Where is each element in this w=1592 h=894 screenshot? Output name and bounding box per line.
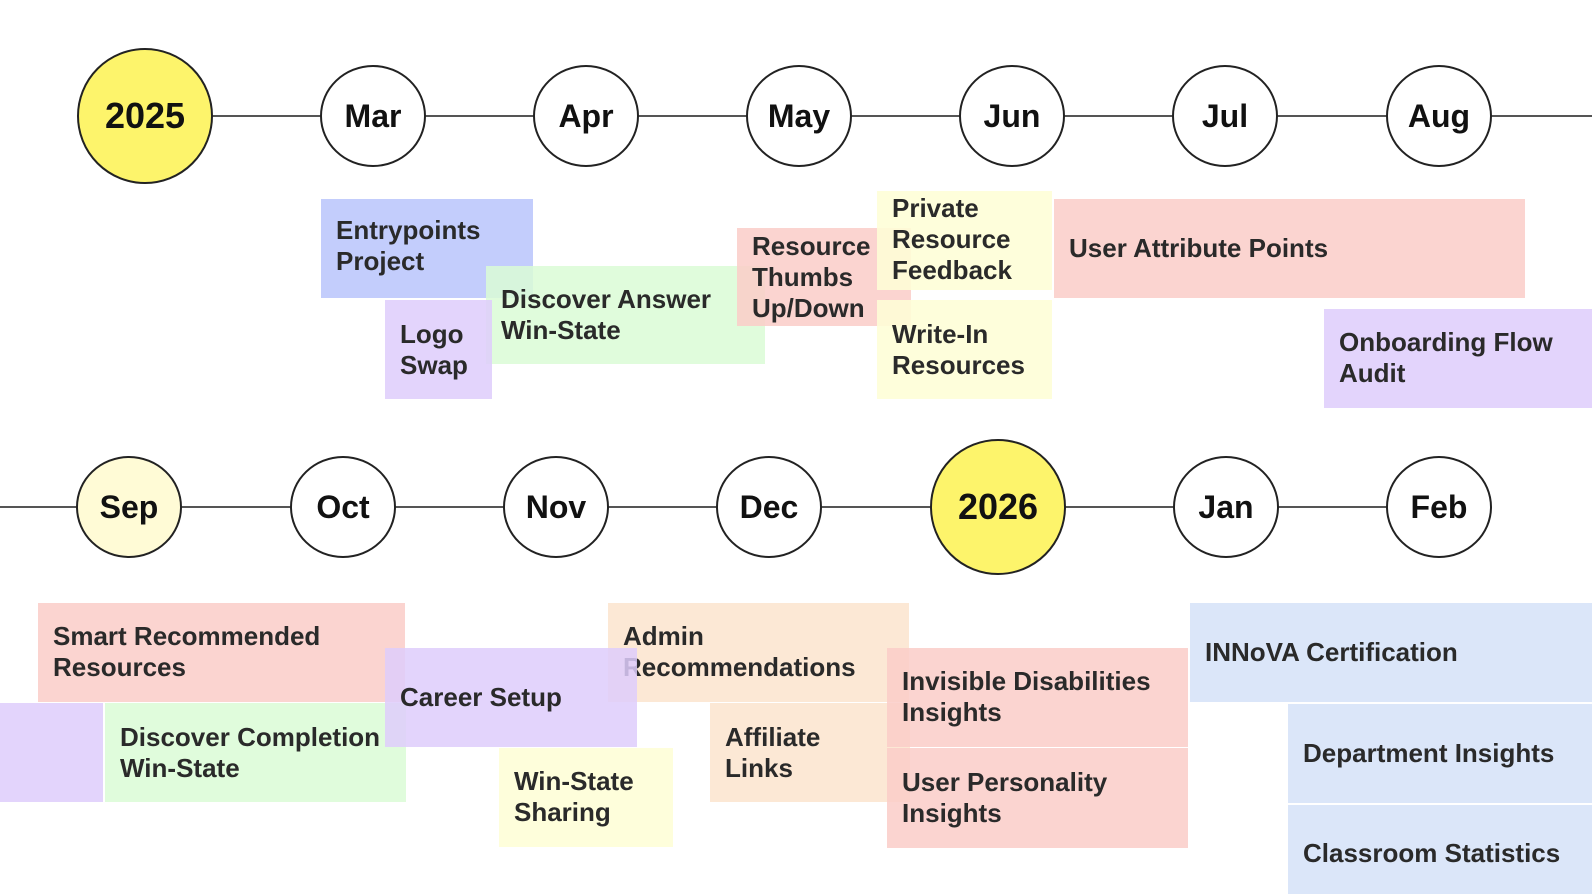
- month-node-jul: Jul: [1172, 65, 1278, 167]
- month-node-feb: Feb: [1386, 456, 1492, 558]
- card-career-setup[interactable]: Career Setup: [385, 648, 637, 747]
- card-logo-swap[interactable]: Logo Swap: [385, 300, 492, 399]
- year-node-2026: 2026: [930, 439, 1066, 575]
- month-node-may: May: [746, 65, 852, 167]
- month-node-sep: Sep: [76, 456, 182, 558]
- card-user-personality-insights[interactable]: User Personality Insights: [887, 748, 1188, 848]
- month-node-nov: Nov: [503, 456, 609, 558]
- card-discover-completion-win-state[interactable]: Discover Completion Win-State: [105, 703, 406, 802]
- card-classroom-statistics[interactable]: Classroom Statistics: [1288, 805, 1592, 894]
- timeline-line-2025: [145, 115, 1592, 117]
- card-discover-answer-win-state[interactable]: Discover Answer Win-State: [486, 266, 765, 364]
- card-affiliate-links[interactable]: Affiliate Links: [710, 703, 910, 802]
- card-write-in-resources[interactable]: Write-In Resources: [877, 300, 1052, 399]
- card-private-resource-feedback[interactable]: Private Resource Feedback: [877, 191, 1052, 290]
- card-onboarding-flow-audit[interactable]: Onboarding Flow Audit: [1324, 309, 1592, 408]
- month-node-oct: Oct: [290, 456, 396, 558]
- card-innova-certification[interactable]: INNoVA Certification: [1190, 603, 1592, 702]
- card-smart-recommended-resources[interactable]: Smart Recommended Resources: [38, 603, 405, 702]
- year-node-2025: 2025: [77, 48, 213, 184]
- card-unlabeled-purple[interactable]: [0, 703, 103, 802]
- month-node-dec: Dec: [716, 456, 822, 558]
- month-node-jan: Jan: [1173, 456, 1279, 558]
- card-user-attribute-points[interactable]: User Attribute Points: [1054, 199, 1525, 298]
- month-node-mar: Mar: [320, 65, 426, 167]
- month-node-aug: Aug: [1386, 65, 1492, 167]
- month-node-apr: Apr: [533, 65, 639, 167]
- month-node-jun: Jun: [959, 65, 1065, 167]
- card-department-insights[interactable]: Department Insights: [1288, 704, 1592, 803]
- card-win-state-sharing[interactable]: Win-State Sharing: [499, 748, 673, 847]
- card-invisible-disabilities-insights[interactable]: Invisible Disabilities Insights: [887, 648, 1188, 747]
- card-admin-recommendations[interactable]: Admin Recommendations: [608, 603, 909, 702]
